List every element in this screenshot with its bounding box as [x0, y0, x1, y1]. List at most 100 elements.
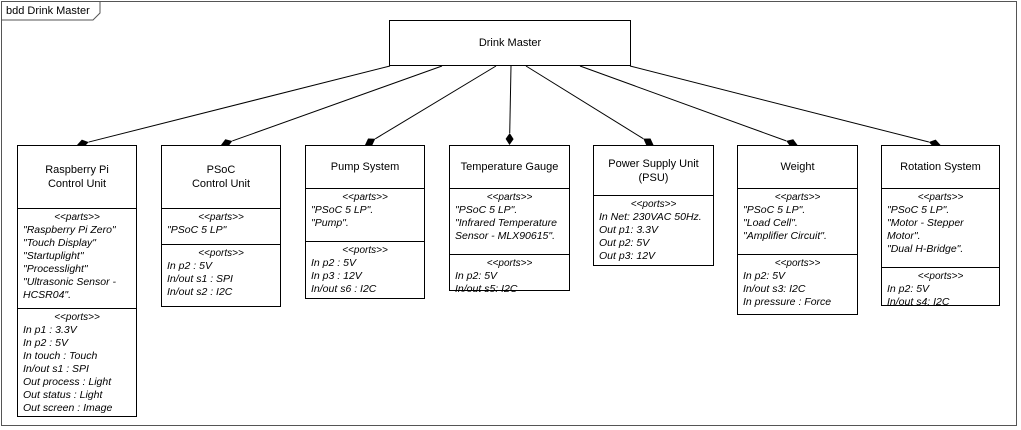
part-entry: "Amplifier Circuit". [743, 230, 827, 242]
block-header: Power Supply Unit(PSU) [594, 146, 713, 195]
part-entry: "PSoC 5 LP". [887, 204, 950, 216]
composition-diamond [643, 138, 654, 146]
port-entry: In/out s1 : SPI [167, 273, 233, 285]
block-rotation-system[interactable]: Rotation System <<parts>>"PSoC 5 LP"."Mot… [881, 145, 1000, 308]
block-power-supply-unit[interactable]: Power Supply Unit(PSU)<<ports>>In Net: 2… [593, 145, 714, 266]
port-entry: Out screen : Image [23, 402, 113, 414]
composition-line [525, 65, 644, 140]
composition-diamond [786, 139, 798, 147]
block-title-line: Pump System [330, 161, 400, 173]
port-entry: In/out s2 : I2C [167, 286, 233, 298]
port-entry: In/out s5: I2C [455, 283, 518, 295]
port-entry: In Net: 230VAC 50Hz. [599, 211, 702, 223]
block-weight[interactable]: Weight <<parts>>"PSoC 5 LP"."Load Cell"."… [737, 145, 858, 315]
part-entry: "PSoC 5 LP" [167, 224, 227, 236]
parts-compartment: <<parts>>"PSoC 5 LP"."Infrared Temperatu… [450, 188, 569, 254]
port-entry: Out status : Light [23, 389, 103, 401]
block-title-line: Raspberry Pi [45, 164, 109, 176]
parts-stereotype: <<parts>> [774, 192, 821, 203]
part-entry: "Load Cell". [743, 217, 798, 229]
port-entry: In p2 : 5V [167, 260, 212, 272]
ports-stereotype: <<ports>> [486, 258, 533, 269]
block-title-line: Weight [780, 161, 815, 173]
parts-compartment: <<parts>>"PSoC 5 LP" [162, 208, 280, 244]
composition-line [509, 65, 512, 134]
composition-line [629, 65, 929, 143]
block-title-line: Power Supply Unit [608, 157, 699, 170]
part-entry: "Motor - Stepper [887, 217, 964, 229]
parts-stereotype: <<parts>> [198, 212, 244, 223]
block-title-line: Temperature Gauge [460, 161, 559, 173]
part-entry: "Raspberry Pi Zero" [23, 224, 116, 236]
port-entry: In p2 : 5V [23, 337, 68, 349]
port-entry: In/out s3: I2C [743, 283, 806, 295]
frame-tab-shape [1, 1, 101, 21]
port-entry: In/out s1 : SPI [23, 363, 89, 375]
part-entry: "Infrared Temperature [455, 217, 557, 229]
parts-stereotype: <<parts>> [486, 192, 533, 203]
root-block[interactable]: Drink Master [389, 20, 631, 66]
part-entry: "PSoC 5 LP". [311, 204, 374, 216]
port-entry: Out p1: 3.3V [599, 224, 658, 236]
parts-stereotype: <<parts>> [54, 212, 100, 223]
port-entry: Out process : Light [23, 376, 112, 388]
block-title-line: PSoC [206, 164, 236, 176]
port-entry: In touch : Touch [23, 350, 98, 362]
block-title-line: Rotation System [900, 161, 981, 173]
part-entry: Motor". [887, 230, 921, 242]
composition-line [88, 65, 391, 143]
block-pump-system[interactable]: Pump System<<parts>>"PSoC 5 LP"."Pump".<… [305, 145, 425, 299]
part-entry: "PSoC 5 LP". [743, 204, 806, 216]
composition-line [232, 65, 443, 142]
part-entry: "Startuplight" [23, 250, 84, 262]
port-entry: In pressure : Force [743, 296, 832, 308]
port-entry: Out p2: 5V [599, 237, 650, 249]
block-temperature-gauge[interactable]: Temperature Gauge <<parts>>"PSoC 5 LP"."I… [449, 145, 570, 295]
port-entry: In p2: 5V [743, 270, 786, 282]
block-header: Rotation System [882, 146, 999, 188]
part-entry: "PSoC 5 LP". [455, 204, 518, 216]
parts-compartment: <<parts>>"PSoC 5 LP"."Load Cell"."Amplif… [738, 188, 857, 254]
port-entry: In/out s4: I2C [887, 296, 950, 308]
port-entry: In/out s6 : I2C [311, 283, 377, 295]
parts-compartment: <<parts>>"PSoC 5 LP"."Pump". [306, 188, 424, 241]
ports-stereotype: <<ports>> [917, 271, 964, 282]
ports-compartment: <<ports>>In Net: 230VAC 50Hz.Out p1: 3.3… [594, 195, 713, 267]
part-entry: "Touch Display" [23, 237, 97, 249]
port-entry: In p3 : 12V [311, 270, 362, 282]
block-title-line: Control Unit [47, 178, 107, 190]
part-entry: "Pump". [311, 217, 349, 229]
part-entry: "Processlight" [23, 263, 88, 275]
frame-title: bdd Drink Master [6, 5, 90, 17]
block-header: Temperature Gauge [450, 146, 569, 188]
root-block-title: Drink Master [478, 37, 542, 49]
port-entry: In p1 : 3.3V [23, 324, 77, 336]
ports-stereotype: <<ports>> [630, 199, 677, 210]
ports-stereotype: <<ports>> [198, 248, 244, 259]
ports-stereotype: <<ports>> [342, 245, 388, 256]
composition-line [375, 65, 497, 140]
parts-stereotype: <<parts>> [342, 192, 388, 203]
block-header: Raspberry Pi Control Unit [18, 146, 136, 208]
parts-stereotype: <<parts>> [917, 192, 964, 203]
composition-diamond [365, 138, 376, 146]
block-title-line: (PSU) [638, 171, 669, 184]
frame-tab: bdd Drink Master [1, 1, 101, 21]
block-header: Weight [738, 146, 857, 188]
port-entry: In p2 : 5V [311, 257, 356, 269]
part-entry: Sensor - MLX90615". [455, 230, 556, 242]
composition-diamond [505, 133, 514, 145]
block-raspberry-pi-control-unit[interactable]: Raspberry Pi Control Unit <<parts>>"Raspbe… [17, 145, 137, 417]
port-entry: In p2: 5V [887, 283, 930, 295]
parts-compartment: <<parts>>"Raspberry Pi Zero""Touch Displ… [18, 208, 136, 308]
